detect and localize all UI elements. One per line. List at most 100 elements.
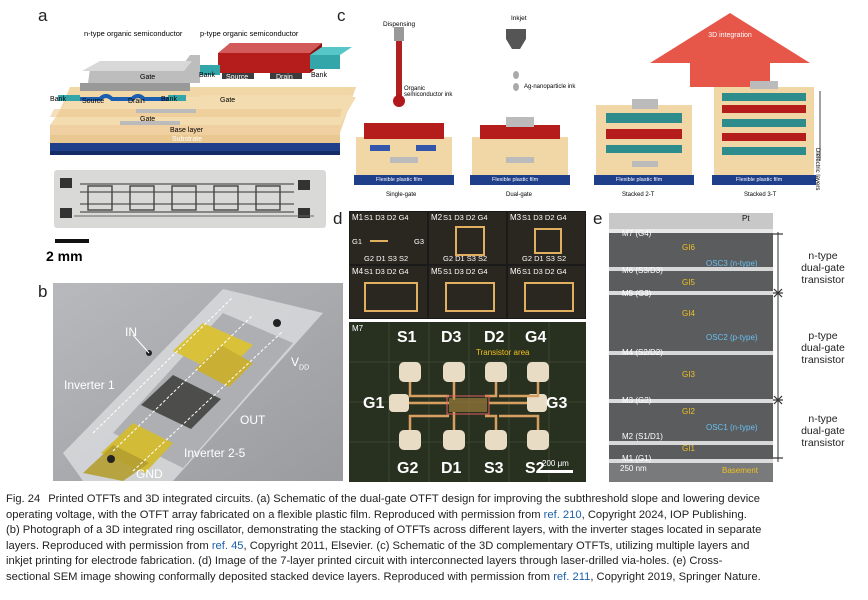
- panel-label-a: a: [38, 6, 48, 25]
- sem-osc1: OSC1 (n-type): [706, 423, 758, 432]
- caption-line-2: operating voltage, with the OTFT array f…: [6, 508, 864, 524]
- m2-bottom-pins: G2 D1 S3 S2: [443, 254, 488, 263]
- label-single-gate: Single-gate: [386, 192, 417, 198]
- caption-line-5: inkjet printing for electrode fabricatio…: [6, 555, 723, 568]
- ref-210-link[interactable]: ref. 210: [543, 508, 582, 521]
- m1-g3: G3: [414, 237, 425, 246]
- label-3d-integration: 3D integration: [708, 32, 752, 39]
- scale-label-d: 200 μm: [542, 459, 569, 468]
- sem-scale: 250 nm: [620, 464, 647, 473]
- figure-caption: Fig. 24 Printed OTFTs and 3D integrated c…: [6, 492, 864, 586]
- label-film-1: Flexible plastic film: [376, 177, 423, 183]
- sem-m7: M7 (G4): [622, 229, 652, 238]
- label-film-4: Flexible plastic film: [736, 177, 783, 183]
- label-film-2: Flexible plastic film: [492, 177, 539, 183]
- bracket-3-line3: transistor: [801, 437, 845, 449]
- tag-m7: M7: [352, 324, 364, 333]
- big-pin-d2: D2: [484, 329, 505, 346]
- m6-top-pins: S1 D3 D2 G4: [522, 267, 567, 276]
- sem-m6: M6 (S3/D3): [622, 266, 663, 275]
- sem-osc2: OSC2 (p-type): [706, 333, 758, 342]
- bracket-1-line2: dual-gate: [801, 262, 845, 274]
- tag-m5: M5: [431, 267, 443, 276]
- sem-m3: M3 (G2): [622, 396, 652, 405]
- big-pin-d1: D1: [441, 460, 462, 477]
- panel-label-b: b: [38, 282, 48, 301]
- caption-line-4-text: layers. Reproduced with permission from: [6, 539, 212, 552]
- label-bank-left: Bank: [50, 96, 66, 103]
- label-transistor-area: Transistor area: [476, 348, 530, 357]
- bracket-1-line1: n-type: [808, 250, 838, 262]
- label-stacked-2t: Stacked 2-T: [622, 192, 655, 198]
- bracket-3-line2: dual-gate: [801, 425, 845, 437]
- caption-line-1-text: Printed OTFTs and 3D integrated circuits…: [48, 493, 760, 505]
- caption-line-4: layers. Reproduced with permission from …: [6, 539, 864, 555]
- vdd-text: V: [291, 355, 300, 369]
- big-pin-s3: S3: [484, 460, 504, 477]
- big-pin-g4: G4: [525, 329, 547, 346]
- label-drain-n: Drain: [128, 98, 145, 105]
- bracket-2-line1: p-type: [808, 330, 838, 342]
- sem-gi3: GI3: [682, 370, 695, 379]
- m2-top-pins: S1 D3 D2 G4: [443, 213, 488, 222]
- bracket-1-line3: transistor: [801, 274, 845, 286]
- label-n-type: n-type organic semiconductor: [84, 29, 183, 38]
- label-gate-bottom: Gate: [140, 116, 156, 123]
- label-inverter-1: Inverter 1: [64, 378, 115, 392]
- ref-45-link[interactable]: ref. 45: [211, 539, 244, 552]
- ring-oscillator-photo: [54, 170, 326, 228]
- label-base-layer: Base layer: [170, 127, 204, 134]
- caption-line-3: (b) Photograph of a 3D integrated ring o…: [6, 524, 762, 537]
- caption-line-6: sectional SEM image showing conformally …: [6, 570, 864, 586]
- stacked-photo: [53, 283, 343, 481]
- caption-line-4-end: , Copyright 2011, Elsevier. (c) Schemati…: [243, 539, 750, 552]
- label-gate-top: Gate: [140, 74, 156, 81]
- sem-m2: M2 (S1/D1): [622, 432, 663, 441]
- ref-211-link[interactable]: ref. 211: [553, 570, 591, 583]
- fig-number: Fig. 24: [6, 493, 41, 505]
- sem-osc3: OSC3 (n-type): [706, 259, 758, 268]
- label-bank-left-top: Bank: [199, 72, 215, 79]
- scale-label-a: 2 mm: [46, 248, 83, 264]
- scale-bar-a: [55, 239, 89, 243]
- sem-m5: M5 (G3): [622, 289, 652, 298]
- label-inkjet: Inkjet: [511, 15, 527, 22]
- sem-m4: M4 (S2/D2): [622, 348, 663, 357]
- label-ag-ink: Ag-nanoparticle ink: [524, 84, 576, 90]
- label-dual-gate: Dual-gate: [506, 192, 533, 198]
- m1-top-pins: S1 D3 D2 G4: [364, 213, 409, 222]
- label-dielectric: Dielectric layers: [814, 148, 820, 191]
- panel-label-e: e: [593, 209, 603, 228]
- label-source-n: Source: [82, 98, 105, 105]
- label-organic-ink: Organic semiconductor ink: [404, 86, 453, 98]
- label-dispensing: Dispensing: [383, 21, 416, 28]
- sem-basement: Basement: [722, 466, 759, 475]
- sem-bracket: [773, 232, 783, 462]
- m5-top-pins: S1 D3 D2 G4: [443, 267, 488, 276]
- big-pin-s1: S1: [397, 329, 417, 346]
- big-pin-s2: S2: [525, 460, 545, 477]
- sem-gi6: GI6: [682, 243, 695, 252]
- label-drain-p: Drain: [276, 74, 293, 81]
- sem-m1: M1 (G1): [622, 454, 652, 463]
- label-stacked-3t: Stacked 3-T: [744, 192, 777, 198]
- label-gate-mid: Gate: [220, 97, 236, 104]
- label-substrate: Substrate: [172, 136, 202, 143]
- sem-gi4: GI4: [682, 309, 695, 318]
- big-pin-g3: G3: [546, 395, 568, 412]
- label-bank-n: Bank: [161, 96, 177, 103]
- big-pin-g2: G2: [397, 460, 419, 477]
- bracket-2-line3: transistor: [801, 354, 845, 366]
- label-bank-right: Bank: [311, 72, 327, 79]
- dual-gate-otft-schematic: [50, 43, 356, 155]
- tag-m4: M4: [352, 267, 364, 276]
- caption-line-2-text: operating voltage, with the OTFT array f…: [6, 508, 544, 521]
